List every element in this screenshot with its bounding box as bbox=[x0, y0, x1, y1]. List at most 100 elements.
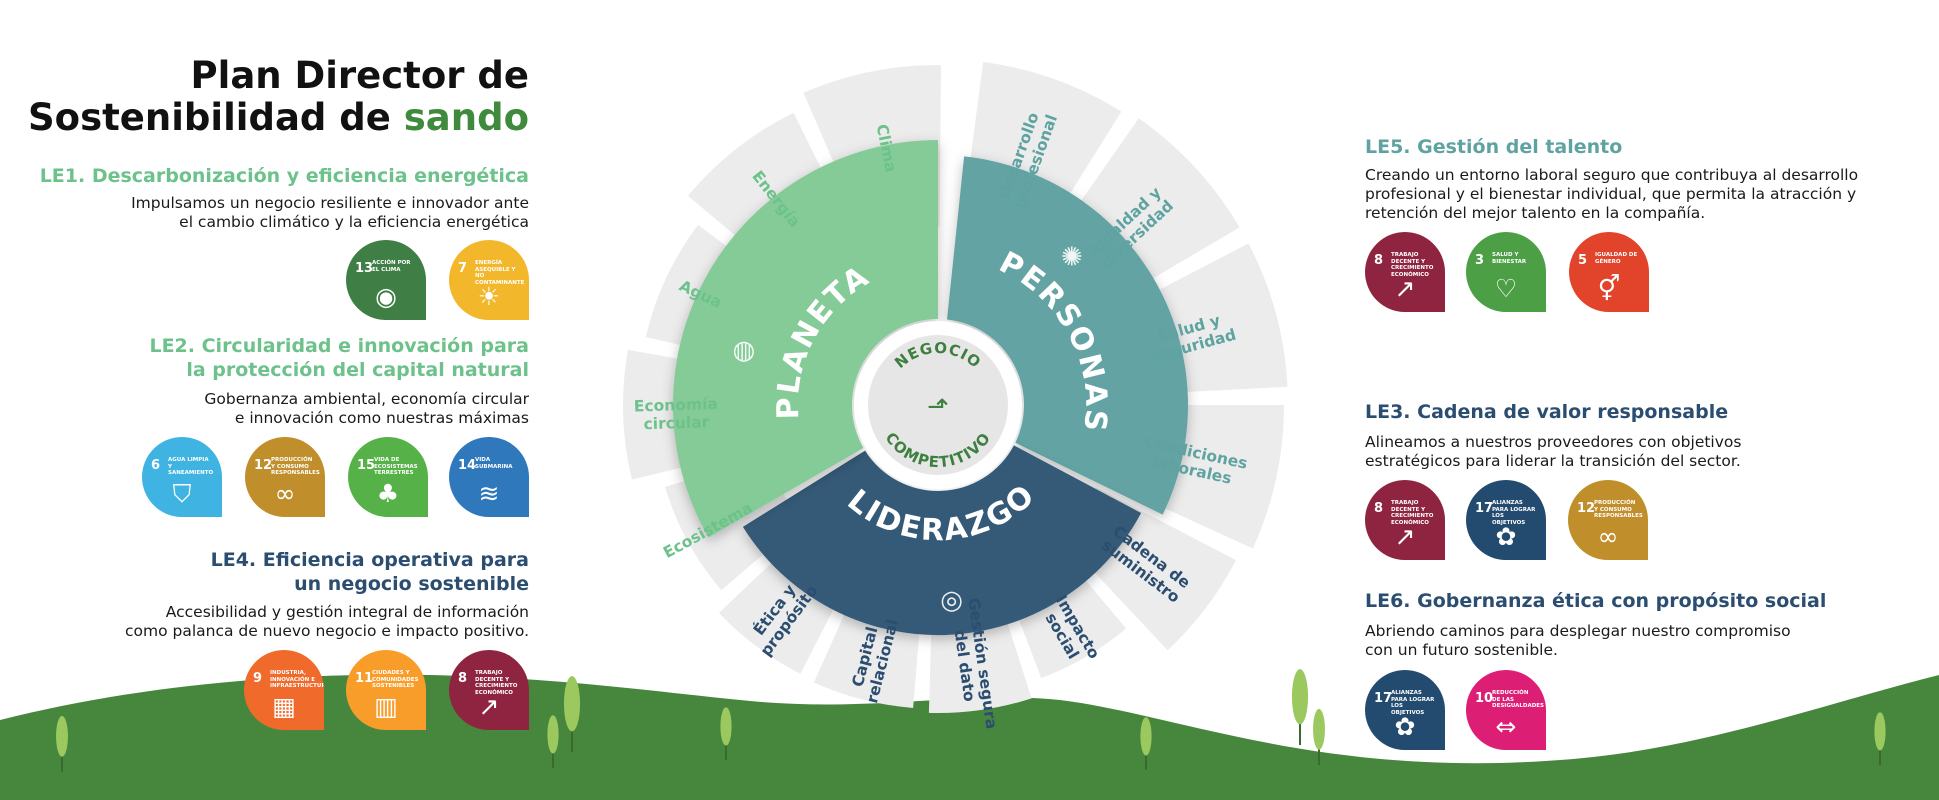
equality-icon: ⇔ bbox=[1495, 712, 1517, 741]
sdg-number: 11 bbox=[355, 671, 374, 686]
sando-logo-text: sando bbox=[403, 96, 529, 139]
sdg-number: 8 bbox=[1374, 253, 1384, 268]
sdg-label: ACCIÓN POR EL CLIMA bbox=[372, 260, 411, 273]
sdg-8-badge: 8 TRABAJO DECENTE Y CRECIMIENTO ECONÓMICO… bbox=[449, 650, 529, 730]
le4-heading-1: LE4. Eficiencia operativa para bbox=[210, 549, 529, 571]
sdg-label: REDUCCIÓN DE LAS DESIGUALDADES bbox=[1492, 690, 1545, 709]
cubes-icon: ▦ bbox=[272, 692, 296, 721]
sdg-label: TRABAJO DECENTE Y CRECIMIENTO ECONÓMICO bbox=[1391, 500, 1434, 526]
sdg-label: TRABAJO DECENTE Y CRECIMIENTO ECONÓMICO bbox=[475, 670, 518, 696]
sdg-number: 5 bbox=[1578, 253, 1588, 268]
sdg-9-badge: 9 INDUSTRIA, INNOVACIÓN E INFRAESTRUCTURA… bbox=[244, 650, 324, 730]
tree-icon bbox=[1313, 708, 1325, 750]
sdg-number: 14 bbox=[458, 458, 477, 473]
sdg-label: PRODUCCIÓN Y CONSUMO RESPONSABLES bbox=[271, 457, 320, 476]
water-icon: ⛉ bbox=[172, 479, 192, 508]
le1-heading: LE1. Descarbonización y eficiencia energ… bbox=[39, 165, 529, 187]
tree-icon: ♣ bbox=[376, 479, 400, 508]
le2-description-1: Gobernanza ambiental, economía circular bbox=[204, 390, 529, 408]
trees bbox=[56, 669, 1886, 772]
sdg-number: 3 bbox=[1475, 253, 1485, 268]
sdg-label: SALUD Y BIENESTAR bbox=[1492, 252, 1527, 265]
le5-description-1: Creando un entorno laboral seguro que co… bbox=[1365, 166, 1859, 184]
tree-icon bbox=[1291, 669, 1309, 725]
tree-icon bbox=[56, 715, 68, 757]
title-prefix: Sostenibilidad de bbox=[28, 96, 404, 139]
le3-description-2: estratégicos para liderar la transición … bbox=[1365, 452, 1741, 470]
sun-icon: ☀ bbox=[477, 282, 501, 311]
flower-icon: ✿ bbox=[1495, 522, 1517, 551]
gender-icon: ⚥ bbox=[1597, 274, 1621, 303]
sdg-label: VIDA DE ECOSISTEMAS TERRESTRES bbox=[374, 457, 418, 476]
sdg-label: CIUDADES Y COMUNIDADES SOSTENIBLES bbox=[372, 670, 419, 689]
sdg-label: ENERGÍA ASEQUIBLE Y NO CONTAMINANTE bbox=[475, 260, 525, 286]
sdg-number: 9 bbox=[253, 671, 263, 686]
le6-description-2: con un futuro sostenible. bbox=[1365, 641, 1558, 659]
le5-description-2: profesional y el bienestar individual, q… bbox=[1365, 185, 1857, 203]
sdg-number: 12 bbox=[254, 458, 273, 473]
sdg-label: TRABAJO DECENTE Y CRECIMIENTO ECONÓMICO bbox=[1391, 252, 1434, 278]
sdg-8-badge: 8 TRABAJO DECENTE Y CRECIMIENTO ECONÓMICO… bbox=[1365, 232, 1445, 312]
le3-heading: LE3. Cadena de valor responsable bbox=[1365, 401, 1729, 423]
infinity-icon: ∞ bbox=[274, 479, 296, 508]
page-title: Plan Director de Sostenibilidad de sando bbox=[28, 55, 529, 139]
le2-heading-2: la protección del capital natural bbox=[186, 359, 529, 381]
sdg-number: 15 bbox=[357, 458, 376, 473]
eye-globe-icon: ◉ bbox=[375, 282, 397, 311]
tree-icon bbox=[720, 707, 732, 746]
title-line-2: Sostenibilidad de sando bbox=[28, 97, 529, 139]
le5-description-3: retención del mejor talento en la compañ… bbox=[1365, 204, 1706, 222]
le6-heading: LE6. Gobernanza ética con propósito soci… bbox=[1365, 590, 1827, 612]
le2-description-2: e innovación como nuestras máximas bbox=[234, 409, 529, 427]
sdg-label: ALIANZAS PARA LOGRAR LOS OBJETIVOS bbox=[1391, 690, 1435, 716]
sdg-label: ALIANZAS PARA LOGRAR LOS OBJETIVOS bbox=[1492, 500, 1536, 526]
le4-description-1: Accesibilidad y gestión integral de info… bbox=[165, 603, 529, 621]
infinity-icon: ∞ bbox=[1597, 522, 1619, 551]
sdg-label: VIDA SUBMARINA bbox=[475, 457, 513, 470]
sdg-number: 12 bbox=[1577, 501, 1596, 516]
sdg-6-badge: 6 AGUA LIMPIA Y SANEAMIENTO ⛉ bbox=[142, 437, 222, 517]
sdg-label: INDUSTRIA, INNOVACIÓN E INFRAESTRUCTURA bbox=[270, 670, 324, 689]
fish-icon: ≋ bbox=[478, 479, 500, 508]
growth-chart-icon: ↗ bbox=[1394, 522, 1416, 551]
sdg-number: 10 bbox=[1475, 691, 1494, 706]
le1-description-2: el cambio climático y la eficiencia ener… bbox=[179, 213, 529, 231]
sdg-number: 8 bbox=[1374, 501, 1384, 516]
sdg-label: PRODUCCIÓN Y CONSUMO RESPONSABLES bbox=[1594, 500, 1643, 519]
le4-heading-2: un negocio sostenible bbox=[294, 573, 529, 595]
le2-heading-1: LE2. Circularidad e innovación para bbox=[149, 335, 529, 357]
sdg-number: 6 bbox=[151, 458, 161, 473]
sdg-5-badge: 5 IGUALDAD DE GÉNERO ⚥ bbox=[1569, 232, 1649, 312]
growth-chart-icon: ↗ bbox=[1394, 274, 1416, 303]
le3-description-1: Alineamos a nuestros proveedores con obj… bbox=[1365, 433, 1742, 451]
le1-description-1: Impulsamos un negocio resiliente e innov… bbox=[131, 194, 529, 212]
le4-description-2: como palanca de nuevo negocio e impacto … bbox=[124, 622, 529, 640]
sdg-number: 7 bbox=[458, 261, 468, 276]
sdg-8-badge: 8 TRABAJO DECENTE Y CRECIMIENTO ECONÓMICO… bbox=[1365, 480, 1445, 560]
le6-description-1: Abriendo caminos para desplegar nuestro … bbox=[1365, 622, 1791, 640]
city-icon: ▥ bbox=[374, 692, 398, 721]
sdg-label: AGUA LIMPIA Y SANEAMIENTO bbox=[168, 457, 214, 476]
sdg-number: 17 bbox=[1475, 501, 1494, 516]
heartbeat-icon: ♡ bbox=[1494, 274, 1518, 303]
sdg-number: 13 bbox=[355, 261, 374, 276]
title-line-1: Plan Director de bbox=[190, 54, 529, 97]
le5-heading: LE5. Gestión del talento bbox=[1365, 136, 1623, 158]
tree-icon bbox=[1140, 717, 1152, 756]
growth-chart-icon: ↗ bbox=[478, 692, 500, 721]
tree-icon bbox=[547, 715, 559, 754]
sdg-label: IGUALDAD DE GÉNERO bbox=[1595, 252, 1638, 265]
sdg-3-badge: 3 SALUD Y BIENESTAR ♡ bbox=[1466, 232, 1546, 312]
flower-icon: ✿ bbox=[1394, 712, 1416, 741]
tree-icon bbox=[563, 676, 581, 732]
sdg-number: 8 bbox=[458, 671, 468, 686]
